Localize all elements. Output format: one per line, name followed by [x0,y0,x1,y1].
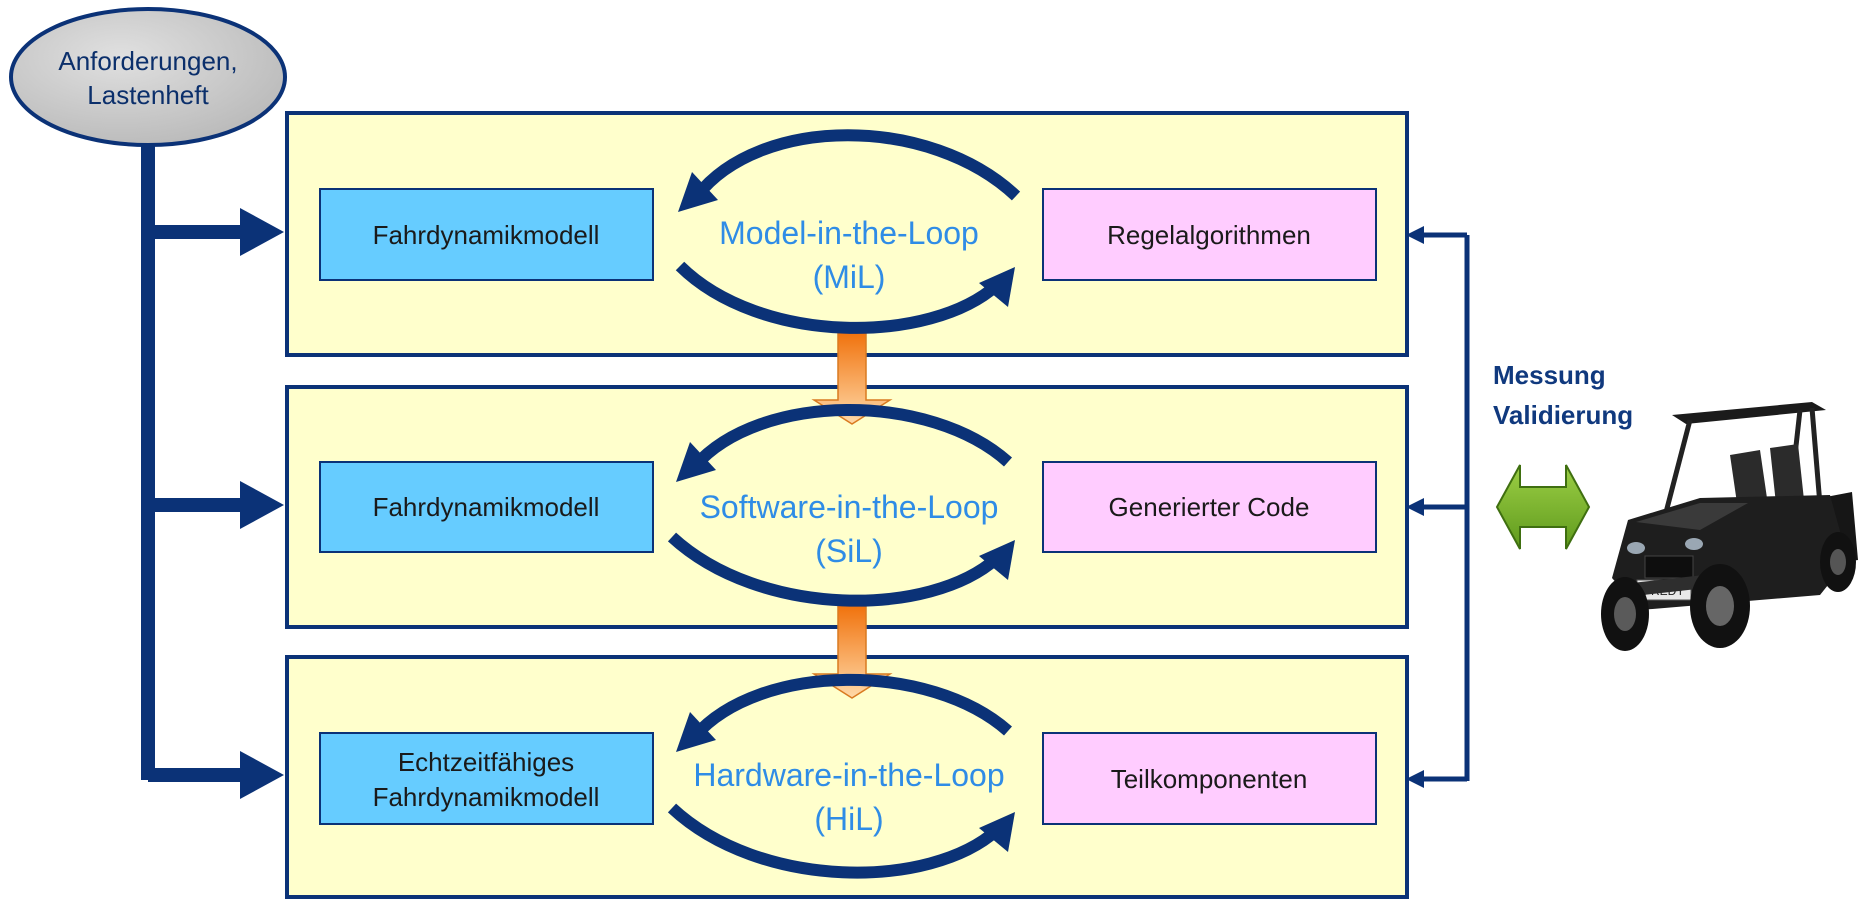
right-box-sil-label: Generierter Code [1109,492,1310,522]
loop-label-mil-line-1: Model-in-the-Loop [719,215,979,251]
loop-arrow-top-mil [692,129,1021,201]
feedback-arrowhead-sil [1406,498,1424,516]
feedback-arrowheads [1406,226,1424,788]
feedback-line-2: Validierung [1493,400,1633,430]
level-mil: Fahrdynamikmodell Regelalgorithmen Model… [319,129,1377,334]
feedback-line-1: Messung [1493,360,1606,390]
arrowhead-sil [240,481,284,529]
feedback-connector [1420,232,1470,782]
vehicle-icon: FREDY [1601,402,1858,651]
left-box-mil-label: Fahrdynamikmodell [373,220,600,250]
right-box-hil-label: Teilkomponenten [1111,764,1308,794]
loop-arrow-bottom-sil [667,532,1001,607]
left-box-hil [319,732,654,825]
loop-arrowhead-bottom-hil [979,812,1015,852]
loop-arrow-bottom-mil [675,261,1001,334]
arrowhead-hil [240,751,284,799]
requirements-node: Anforderungen, Lastenheft [9,7,287,147]
loop-label-sil-line-1: Software-in-the-Loop [700,489,999,525]
loop-arrowhead-bottom-sil [979,540,1015,580]
requirements-connector [141,140,245,782]
right-box-sil [1042,461,1377,553]
loop-label-hil-line-1: Hardware-in-the-Loop [693,757,1004,793]
loop-arrowhead-top-hil [676,712,716,752]
left-box-hil-line-2: Fahrdynamikmodell [373,782,600,812]
loop-arrow-top-hil [690,673,1012,741]
arrowhead-mil [240,208,284,256]
level-hil: Echtzeitfähiges Fahrdynamikmodell Teilko… [319,673,1377,879]
feedback-arrowhead-mil [1406,226,1424,244]
loop-arrowhead-top-sil [676,442,716,482]
loop-label-mil-line-2: (MiL) [813,259,886,295]
loop-label-sil-line-2: (SiL) [815,533,883,569]
loop-label-hil-line-2: (HiL) [814,801,883,837]
right-box-mil [1042,188,1377,281]
requirements-line-2: Lastenheft [87,80,209,110]
right-box-mil-label: Regelalgorithmen [1107,220,1311,250]
left-box-hil-line-1: Echtzeitfähiges [398,747,574,777]
loop-arrowhead-top-mil [678,172,718,212]
right-box-hil [1042,732,1377,825]
loop-arrowhead-bottom-mil [979,267,1015,307]
validation-double-arrow [1495,464,1591,550]
left-box-sil-label: Fahrdynamikmodell [373,492,600,522]
loop-arrow-top-sil [690,404,1013,471]
requirements-arrowheads [240,208,284,799]
requirements-line-1: Anforderungen, [58,46,237,76]
left-box-mil [319,188,654,281]
feedback-arrowhead-hil [1406,770,1424,788]
level-sil: Fahrdynamikmodell Generierter Code Softw… [319,404,1377,607]
left-box-sil [319,461,654,553]
loop-arrow-bottom-hil [667,803,1001,879]
